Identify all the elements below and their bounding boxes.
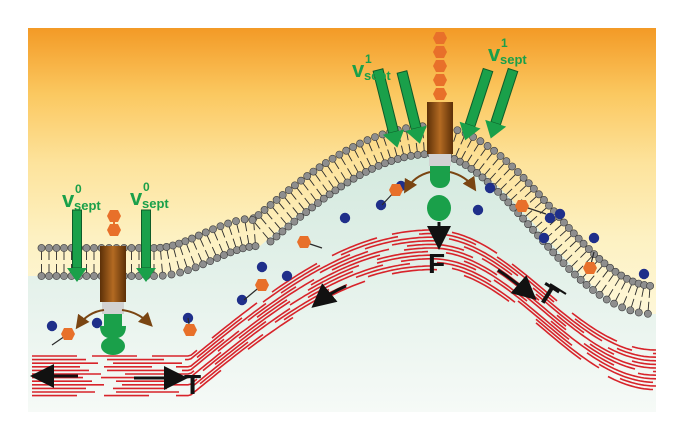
brown-channel-icon bbox=[100, 246, 126, 302]
brown-curved-arrow-icon bbox=[449, 171, 477, 192]
brown-channel-icon bbox=[427, 102, 453, 154]
membrane-insertion-arrows bbox=[67, 67, 519, 282]
tension-arrow-icon bbox=[311, 283, 347, 308]
orange-bead-chain bbox=[433, 32, 447, 100]
label-sup: 1 bbox=[501, 36, 508, 50]
green-down-arrow-icon bbox=[459, 67, 494, 141]
label-v: v bbox=[352, 57, 365, 82]
green-down-arrow-icon bbox=[67, 209, 87, 282]
cytoplasm-region bbox=[28, 154, 656, 412]
green-down-arrow-icon bbox=[396, 70, 427, 144]
actin-filament-bundle bbox=[32, 229, 657, 397]
septin-complex-icon bbox=[430, 166, 450, 188]
brown-curved-arrow-icon bbox=[121, 309, 153, 327]
orange-bead-icon bbox=[107, 224, 121, 236]
small-molecules bbox=[46, 180, 650, 346]
septin-velocity-label-right-2: v 1 sept bbox=[488, 36, 527, 67]
label-sub: sept bbox=[142, 196, 169, 211]
green-down-arrow-icon bbox=[136, 209, 156, 282]
septin-complex-icon bbox=[100, 314, 126, 338]
orange-bead-icon bbox=[433, 32, 447, 44]
orange-bead-icon bbox=[433, 60, 447, 72]
orange-bead-icon bbox=[433, 74, 447, 86]
septin-velocity-label-right-1: v 1 sept bbox=[352, 52, 391, 83]
label-sub: sept bbox=[500, 52, 527, 67]
brown-curved-arrow-icon bbox=[404, 171, 431, 194]
label-sub: sept bbox=[364, 68, 391, 83]
label-v: v bbox=[62, 187, 75, 212]
label-sup: 0 bbox=[143, 180, 150, 194]
green-down-arrow-icon bbox=[372, 68, 405, 148]
label-sub: sept bbox=[74, 198, 101, 213]
label-v: v bbox=[130, 185, 143, 210]
label-v: v bbox=[488, 41, 501, 66]
tension-arrow-icon bbox=[497, 268, 537, 300]
tension-label-T-left: T bbox=[184, 369, 201, 400]
left-channel-complex bbox=[75, 210, 153, 355]
septin-velocity-label-left-2: v 0 sept bbox=[130, 180, 169, 211]
force-label-F: F bbox=[428, 248, 445, 279]
orange-bead-icon bbox=[107, 210, 121, 222]
brown-curved-arrow-icon bbox=[75, 309, 105, 330]
green-down-arrow-icon bbox=[485, 67, 519, 139]
label-sup: 0 bbox=[75, 182, 82, 196]
label-sup: 1 bbox=[365, 52, 372, 66]
septin-velocity-label-left-1: v 0 sept bbox=[62, 182, 101, 213]
mechanical-arrows bbox=[30, 222, 567, 390]
orange-bead-icon bbox=[433, 46, 447, 58]
right-channel-complex bbox=[404, 32, 477, 221]
orange-bead-icon bbox=[433, 88, 447, 100]
